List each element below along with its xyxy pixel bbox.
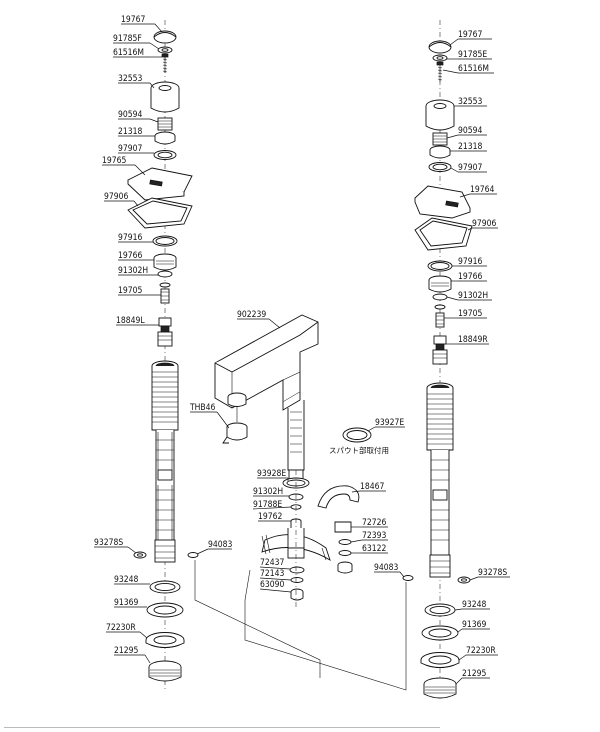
label-61516M-left: 61516M [113, 48, 144, 58]
label-91369-left: 91369 [114, 598, 138, 608]
label-93927E: 93927E [375, 418, 404, 428]
spout-mount-note: スパウト部取付用 [329, 445, 389, 455]
label-19765: 19765 [102, 156, 126, 166]
label-91302H-center: 91302H [253, 487, 283, 497]
label-97906-right: 97906 [472, 219, 496, 229]
left-handle-assembly [127, 30, 193, 682]
label-72726: 72726 [362, 518, 386, 528]
label-93278S-left: 93278S [94, 538, 123, 548]
right-handle-assembly [414, 40, 473, 699]
label-19767-left: 19767 [121, 15, 145, 25]
label-902239: 902239 [237, 310, 266, 320]
left-labels: 19767 91785F 61516M 32553 90594 21318 97… [94, 15, 163, 664]
label-19766-right: 19766 [458, 272, 482, 282]
label-19767-right: 19767 [458, 30, 482, 40]
label-91785F: 91785F [113, 34, 142, 44]
label-19762: 19762 [258, 512, 282, 522]
label-97907-left: 97907 [118, 144, 142, 154]
assembly-lines [194, 406, 407, 691]
label-91302H-right: 91302H [458, 291, 488, 301]
label-93248-right: 93248 [462, 600, 486, 610]
label-97916-right: 97916 [458, 257, 482, 267]
label-63090: 63090 [260, 580, 284, 590]
page-border-line [4, 727, 440, 728]
label-91369-right: 91369 [462, 620, 486, 630]
label-19705-left: 19705 [118, 286, 142, 296]
label-72393: 72393 [362, 531, 386, 541]
label-91785E: 91785E [458, 50, 487, 60]
center-labels: 902239 THB46 93927E スパウト部取付用 93928E 9130… [189, 310, 405, 593]
label-21295-right: 21295 [462, 669, 486, 679]
label-61516M-right: 61516M [458, 64, 489, 74]
label-91788E: 91788E [253, 500, 282, 510]
label-97906-left: 97906 [104, 192, 128, 202]
label-18849L: 18849L [116, 316, 145, 326]
spout-assembly [187, 314, 414, 601]
label-72143: 72143 [260, 569, 284, 579]
label-THB46: THB46 [189, 403, 216, 413]
label-94083-left: 94083 [208, 540, 232, 550]
label-90594-left: 90594 [118, 110, 142, 120]
label-72230R-left: 72230R [106, 623, 136, 633]
label-18849R: 18849R [458, 335, 488, 345]
label-93248-left: 93248 [114, 575, 138, 585]
label-21318-left: 21318 [118, 127, 142, 137]
label-90594-right: 90594 [458, 126, 482, 136]
right-labels: 19767 91785E 61516M 32553 90594 21318 97… [442, 30, 510, 685]
label-93928E: 93928E [257, 469, 286, 479]
label-19705-right: 19705 [458, 309, 482, 319]
label-19764: 19764 [470, 185, 494, 195]
label-93278S-right: 93278S [478, 568, 507, 578]
label-21295-left: 21295 [114, 646, 138, 656]
label-94083-right: 94083 [374, 563, 398, 573]
label-97916-left: 97916 [118, 233, 142, 243]
label-32553-left: 32553 [118, 74, 142, 84]
label-21318-right: 21318 [458, 142, 482, 152]
label-18467: 18467 [360, 482, 384, 492]
label-72437: 72437 [260, 558, 284, 568]
label-91302H-left: 91302H [118, 266, 148, 276]
label-63122: 63122 [362, 544, 386, 554]
label-72230R-right: 72230R [466, 646, 496, 656]
label-97907-right: 97907 [458, 163, 482, 173]
label-32553-right: 32553 [458, 97, 482, 107]
label-19766-left: 19766 [118, 251, 142, 261]
